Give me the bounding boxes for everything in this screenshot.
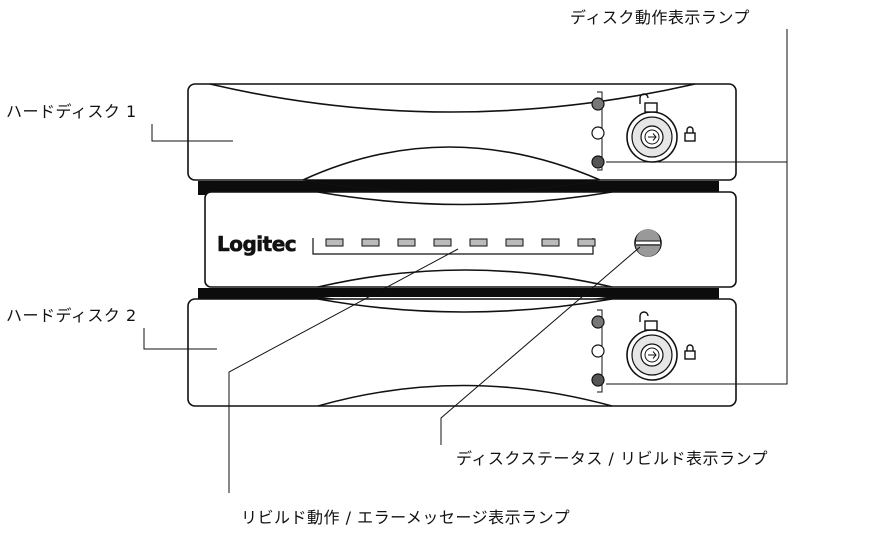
leader-hard-disk-2 [143, 328, 217, 350]
unlock-icon [639, 93, 658, 113]
label-disk-status-rebuild-lamp: ディスクステータス / リビルド表示ランプ [456, 449, 768, 468]
lock-icon [684, 344, 696, 360]
label-hard-disk-1: ハードディスク 1 [6, 102, 137, 121]
label-hard-disk-2: ハードディスク 2 [6, 306, 137, 325]
segment-lamp [325, 238, 344, 247]
disk-status-lamp [634, 229, 662, 257]
lock-icon [684, 126, 696, 142]
segment-lamp [541, 238, 560, 247]
leader-lines [143, 29, 788, 493]
hard-disk-2-key-lock [626, 329, 678, 381]
disk-2-lamp-middle [591, 344, 605, 358]
segment-lamp [469, 238, 488, 247]
disk-1-activity-lamp [591, 155, 605, 169]
unlock-icon [639, 311, 658, 331]
disk-2-activity-lamp [591, 373, 605, 387]
hard-disk-1-lamps [591, 91, 605, 171]
hard-disk-1-key-lock [626, 111, 678, 163]
segment-lamp [361, 238, 380, 247]
leader-hard-disk-1 [151, 124, 233, 142]
segment-lamp [577, 238, 596, 247]
segment-lamp [505, 238, 524, 247]
label-disk-activity-lamp: ディスク動作表示ランプ [570, 8, 750, 27]
leader-status-rebuild-lamp [440, 246, 641, 445]
segment-lamp [397, 238, 416, 247]
hard-disk-2-lamps [591, 309, 605, 393]
disk-2-lamp-top [591, 315, 605, 329]
leader-rebuild-error-lamp [228, 248, 459, 493]
disk-1-lamp-top [591, 97, 605, 111]
rebuild-segment-lamps [325, 238, 596, 247]
brand-logo: Logitec [217, 232, 296, 256]
segment-lamp [433, 238, 452, 247]
label-rebuild-error-message-lamp: リビルド動作 / エラーメッセージ表示ランプ [241, 508, 571, 527]
leader-disk-activity-lamp [606, 29, 788, 385]
disk-1-lamp-middle [591, 126, 605, 140]
